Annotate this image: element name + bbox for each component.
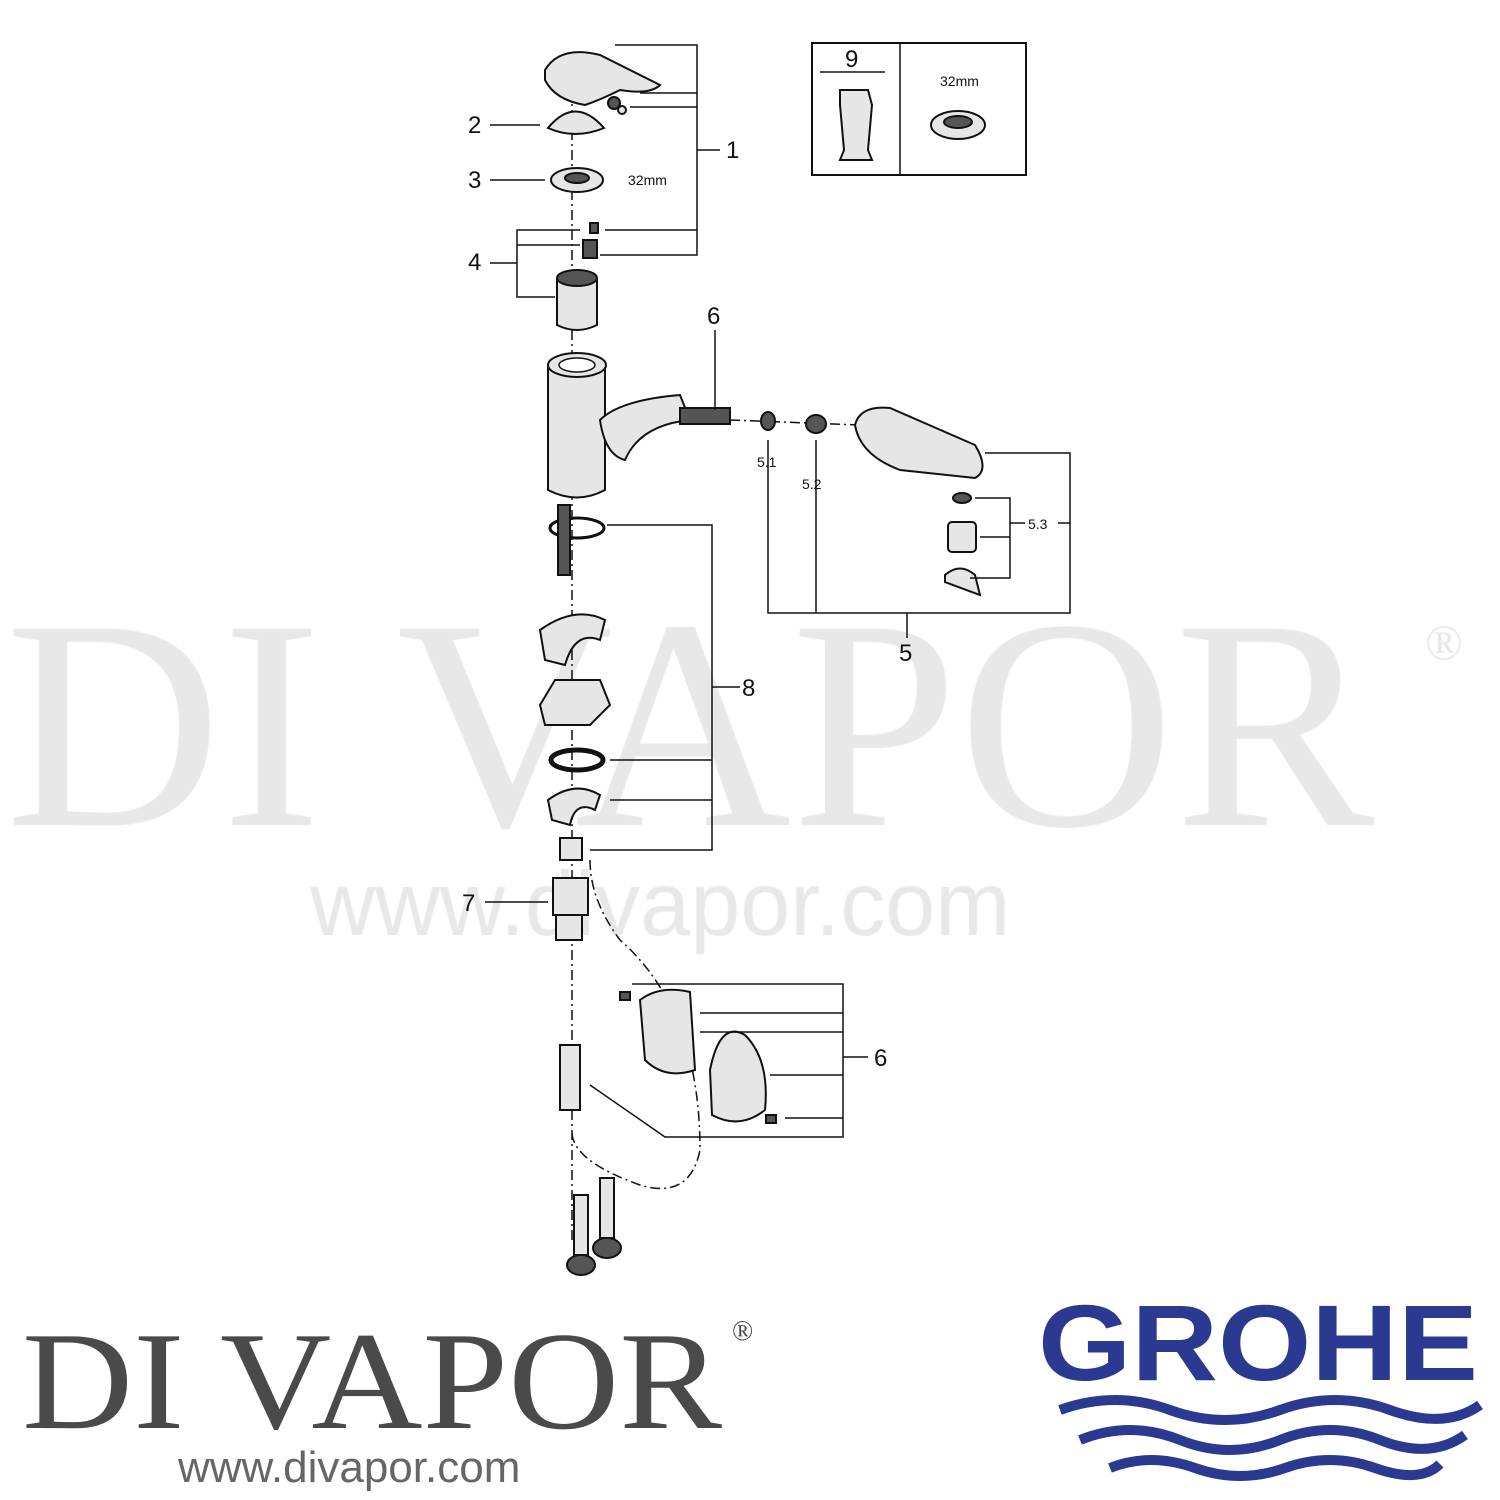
label-nut-size: 32mm: [628, 172, 667, 188]
hose-axis: [729, 419, 861, 426]
label-part-1: 1: [726, 137, 739, 164]
fixing-plate: [538, 679, 612, 726]
hose-guide-front: [708, 1030, 767, 1123]
aerator-key: [944, 567, 982, 597]
u-washer: [546, 787, 602, 827]
label-part-6-guide: 6: [874, 1045, 887, 1072]
seal-5-1: [760, 411, 776, 431]
nut: [559, 837, 583, 861]
hose-routing: [571, 859, 701, 1190]
stud-thread: [555, 914, 583, 941]
footer-brand: DI VAPOR: [22, 1304, 723, 1459]
lever-handle: [544, 51, 662, 115]
cartridge: [556, 222, 599, 331]
label-part-2: 2: [468, 112, 481, 139]
label-part-3: 3: [468, 167, 481, 194]
fixing-washer: [538, 613, 607, 667]
footer-registered: ®: [732, 1316, 753, 1347]
label-part-7: 7: [462, 890, 475, 917]
tool-nut-hole: [943, 115, 973, 129]
seal-ring: [548, 747, 606, 773]
cover-cap: [546, 110, 606, 135]
label-part-8: 8: [742, 675, 755, 702]
pull-out-spray: [853, 406, 984, 480]
o-ring: [548, 516, 606, 540]
assembly-tool: [838, 89, 874, 161]
threaded-stud: [552, 877, 589, 916]
label-part-4: 4: [468, 249, 481, 276]
label-part-6-hose: 6: [707, 303, 720, 330]
hose-guide-back: [638, 988, 697, 1075]
label-part-5: 5: [899, 640, 912, 667]
label-part-5-1: 5.1: [757, 454, 777, 470]
screw: [619, 991, 631, 1001]
label-part-9: 9: [845, 46, 858, 73]
adapter-5-2: [805, 414, 827, 434]
mixer-body: [547, 352, 731, 499]
hose: [557, 504, 571, 576]
footer-url: www.divapor.com: [177, 1443, 520, 1492]
label-tool-size: 32mm: [940, 73, 979, 89]
label-part-5-2: 5.2: [802, 476, 822, 492]
leader-lines: [485, 44, 1071, 1138]
aerator: [947, 521, 977, 553]
grohe-wordmark: GROHE: [1038, 1282, 1478, 1403]
cartridge-nut: [550, 167, 604, 193]
grohe-logo: GROHE: [1038, 1282, 1483, 1481]
label-part-5-3: 5.3: [1028, 516, 1048, 532]
spray-seal: [952, 492, 972, 504]
supply-hoses: [566, 1177, 622, 1276]
weight: [559, 1044, 581, 1111]
screw: [765, 1114, 777, 1124]
tool-box-9: 9 32mm: [811, 42, 1027, 176]
